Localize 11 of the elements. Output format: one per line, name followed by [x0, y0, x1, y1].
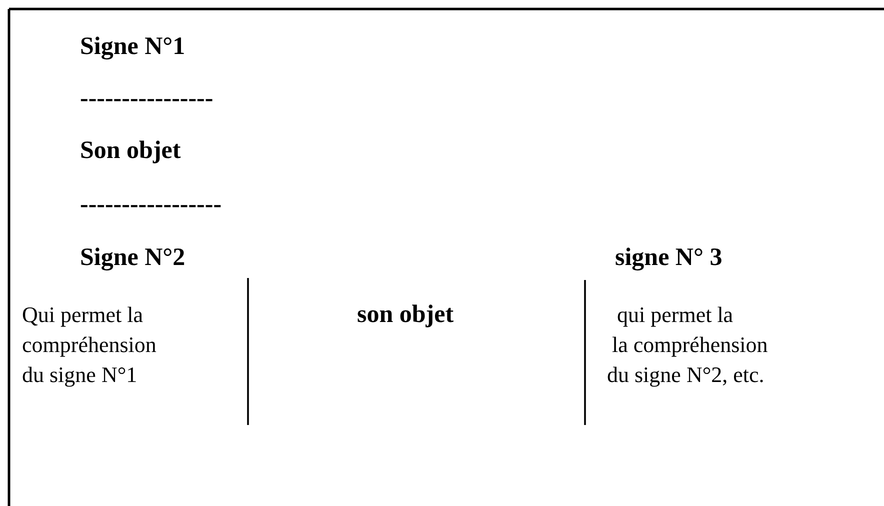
- heading: Signe N°2: [80, 243, 186, 273]
- description-text: Qui permet la compréhension du signe N°1: [22, 301, 158, 389]
- heading: Son objet: [80, 136, 181, 166]
- dashed-separator: ----------------: [80, 84, 214, 114]
- heading: Signe N°1: [80, 32, 186, 62]
- description-text: du signe N°2, etc.: [607, 361, 764, 389]
- description-text: qui permet la: [617, 301, 734, 329]
- heading: son objet: [357, 300, 454, 330]
- description-text: la compréhension: [612, 331, 768, 359]
- dashed-separator: -----------------: [80, 190, 222, 220]
- heading: signe N° 3: [615, 243, 722, 273]
